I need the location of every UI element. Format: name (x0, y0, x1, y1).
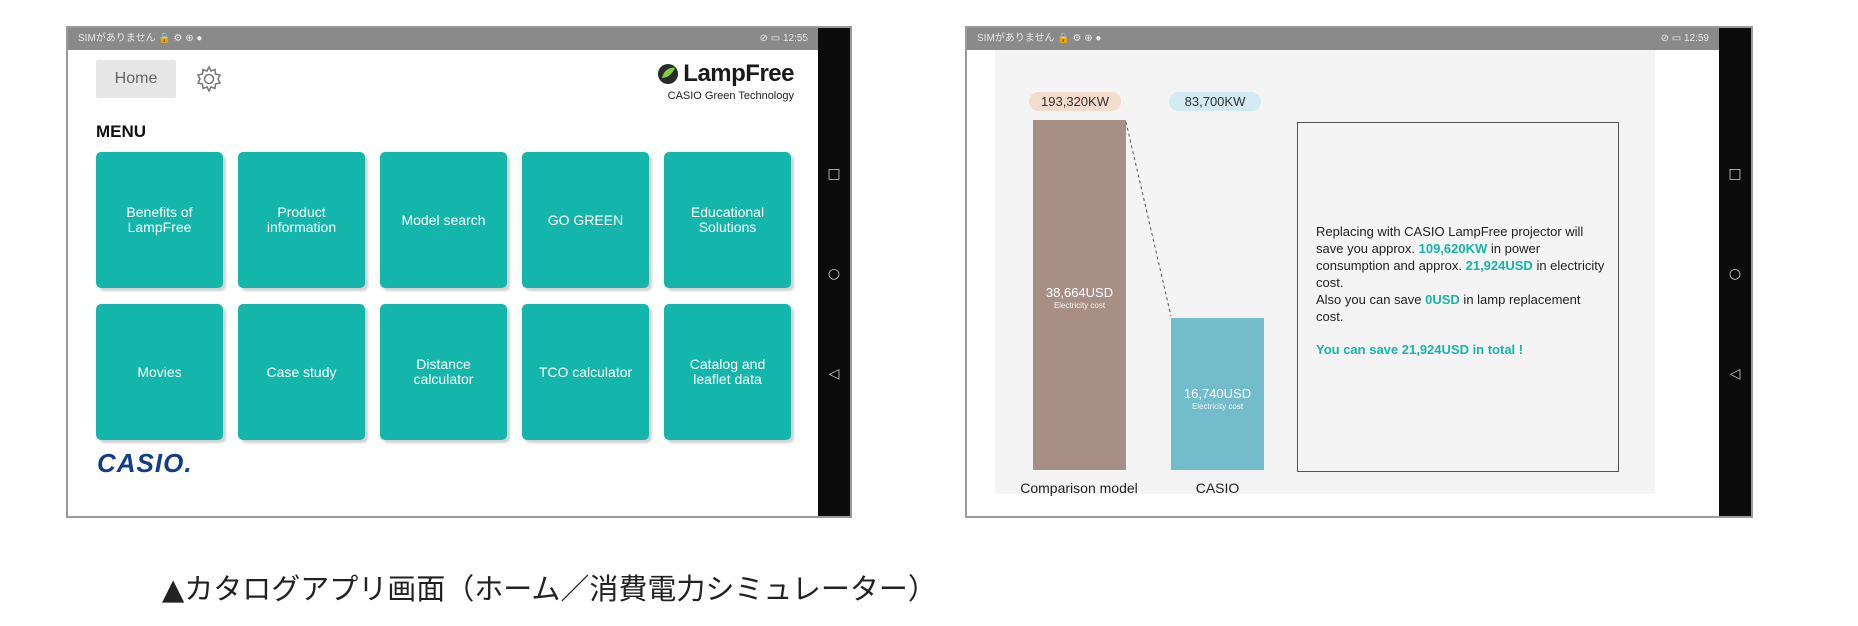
casio-bar: 16,740USD Electricity cost (1171, 318, 1264, 470)
page-caption: ▲カタログアプリ画面（ホーム／消費電力シミュレーター） (162, 572, 937, 606)
tile-distance-calculator[interactable]: Distance calculator (380, 304, 507, 440)
simulator-content: 193,320KW 83,700KW 38,664USD Electricity… (967, 50, 1719, 516)
home-circle-icon[interactable]: ○ (1728, 266, 1742, 282)
savings-message-box: Replacing with CASIO LampFree projector … (1297, 122, 1619, 472)
status-bar: SIMがありません 🔒 ⚙ ⊕ ● ⊘ ▭ 12:55 (68, 28, 818, 50)
casio-logo: CASIO. (97, 448, 193, 478)
brand-tagline: CASIO Green Technology (667, 90, 794, 102)
menu-title: MENU (96, 122, 147, 141)
comparison-cost-label: Electricity cost (1053, 301, 1106, 310)
lampfree-leaf-icon (658, 64, 679, 84)
msg-line2: in power consumption and approx. (1316, 241, 1541, 273)
android-nav-bar: □ ○ ◁ (1719, 28, 1751, 516)
home-screen-device: SIMがありません 🔒 ⚙ ⊕ ● ⊘ ▭ 12:55 Home LampFre… (66, 26, 852, 518)
back-icon[interactable]: ◁ (828, 366, 840, 382)
brand-name: LampFree (683, 60, 794, 87)
lampfree-logo: LampFree CASIO Green Technology (657, 60, 794, 102)
simulator-screen-device: SIMがありません 🔒 ⚙ ⊕ ● ⊘ ▭ 12:59 193,320KW 83… (965, 26, 1753, 518)
comparison-caption: Comparison model (1020, 480, 1138, 496)
home-circle-icon[interactable]: ○ (827, 266, 841, 282)
tile-model-search[interactable]: Model search (380, 152, 507, 288)
status-bar: SIMがありません 🔒 ⚙ ⊕ ● ⊘ ▭ 12:59 (967, 28, 1719, 50)
kw-saved: 109,620KW (1418, 241, 1488, 256)
comparison-bar: 38,664USD Electricity cost (1033, 120, 1126, 470)
tile-benefits-of-lampfree[interactable]: Benefits of LampFree (96, 152, 223, 288)
status-left: SIMがありません 🔒 ⚙ ⊕ ● (78, 33, 203, 44)
recent-apps-icon[interactable]: □ (827, 166, 841, 182)
tile-catalog-and-leaflet-data[interactable]: Catalog and leaflet data (664, 304, 791, 440)
tile-go-green[interactable]: GO GREEN (522, 152, 649, 288)
tile-educational-solutions[interactable]: Educational Solutions (664, 152, 791, 288)
total-savings: You can save 21,924USD in total ! (1316, 342, 1524, 357)
home-tab[interactable]: Home (96, 60, 176, 98)
recent-apps-icon[interactable]: □ (1728, 166, 1742, 182)
comparison-cost-value: 38,664USD (1045, 285, 1114, 300)
msg-line5: in lamp replacement cost. (1316, 292, 1581, 324)
gear-icon[interactable] (194, 64, 224, 94)
tile-tco-calculator[interactable]: TCO calculator (522, 304, 649, 440)
usd-saved: 21,924USD (1465, 258, 1533, 273)
status-right: ⊘ ▭ 12:55 (759, 33, 808, 44)
msg-line4: Also you can save (1316, 292, 1426, 307)
status-left: SIMがありません 🔒 ⚙ ⊕ ● (977, 33, 1102, 44)
tile-movies[interactable]: Movies (96, 304, 223, 440)
tile-case-study[interactable]: Case study (238, 304, 365, 440)
back-icon[interactable]: ◁ (1729, 366, 1741, 382)
home-content: Home LampFree CASIO Green Technology MEN… (68, 50, 818, 516)
simulator-panel: 193,320KW 83,700KW 38,664USD Electricity… (995, 50, 1655, 496)
casio-caption: CASIO (1195, 480, 1240, 496)
msg-line1: Replacing with CASIO LampFree projector … (1316, 224, 1584, 256)
lamp-saved: 0USD (1425, 292, 1460, 307)
casio-cost-label: Electricity cost (1191, 402, 1244, 411)
android-nav-bar: □ ○ ◁ (818, 28, 850, 516)
savings-message: Replacing with CASIO LampFree projector … (1316, 223, 1606, 358)
comparison-kw-label: 193,320KW (1029, 92, 1121, 111)
tile-product-information[interactable]: Product information (238, 152, 365, 288)
status-right: ⊘ ▭ 12:59 (1660, 33, 1709, 44)
msg-line3: in electricity cost. (1316, 258, 1605, 290)
casio-cost-value: 16,740USD (1183, 386, 1252, 401)
connector-dashed-line (1125, 121, 1172, 317)
casio-kw-label: 83,700KW (1169, 92, 1261, 111)
